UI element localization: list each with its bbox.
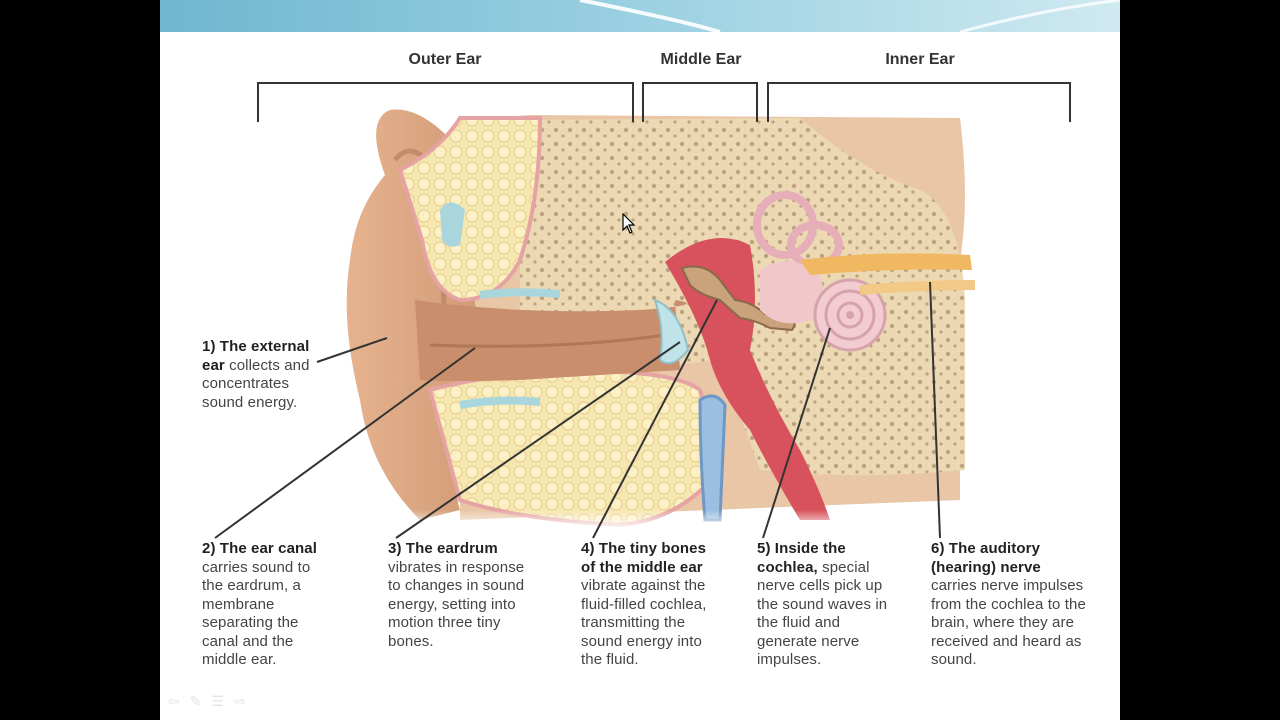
menu-icon[interactable]: ☰ [211, 693, 224, 710]
caption-lead: 2) The ear canal [202, 540, 317, 557]
inner-ear-bracket [767, 82, 1071, 122]
slideshow-nav-controls: ⇦ ✎ ☰ ⇨ [168, 693, 246, 710]
ear-canal [415, 300, 687, 381]
arrow-left-icon[interactable]: ⇦ [168, 693, 180, 710]
caption-auditory-nerve: 6) The auditory (hearing) nerve carries … [931, 540, 1086, 670]
outer-ear-bracket [257, 82, 634, 122]
caption-external-ear: 1) The external ear collects and concent… [202, 338, 332, 412]
caption-eardrum: 3) The eardrum vibrates in response to c… [388, 540, 533, 651]
middle-ear-bracket [642, 82, 758, 122]
caption-lead: 6) The auditory (hearing) nerve [931, 540, 1041, 576]
caption-text: carries sound to the eardrum, a membrane… [202, 559, 310, 669]
section-title-outer-ear: Outer Ear [360, 51, 530, 69]
arrow-right-icon[interactable]: ⇨ [234, 693, 246, 710]
caption-text: carries nerve impulses from the cochlea … [931, 577, 1086, 668]
section-title-middle-ear: Middle Ear [641, 51, 761, 69]
caption-cochlea: 5) Inside the cochlea, special nerve cel… [757, 540, 897, 670]
caption-text: vibrate against the fluid-filled cochlea… [581, 577, 707, 668]
caption-tiny-bones: 4) The tiny bones of the middle ear vibr… [581, 540, 721, 670]
section-title-inner-ear: Inner Ear [850, 51, 990, 69]
caption-lead: 4) The tiny bones of the middle ear [581, 540, 706, 576]
caption-lead: 3) The eardrum [388, 540, 498, 557]
pen-icon[interactable]: ✎ [190, 693, 202, 710]
mouse-pointer-icon [622, 213, 636, 235]
caption-text: vibrates in response to changes in sound… [388, 559, 524, 650]
slide: Outer Ear Middle Ear Inner Ear 1) The ex… [160, 0, 1120, 720]
caption-ear-canal: 2) The ear canal carries sound to the ea… [202, 540, 327, 670]
